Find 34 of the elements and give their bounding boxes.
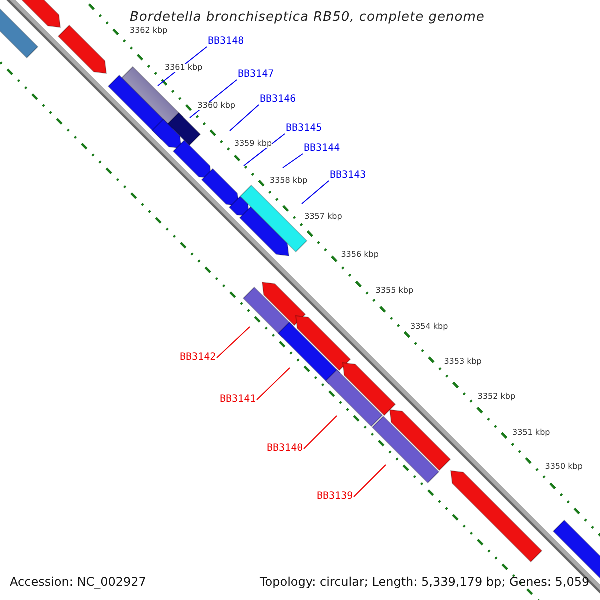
leader-line [282, 154, 304, 168]
scale-label: 3357 kbp [304, 213, 342, 221]
scale-label: 3350 kbp [545, 463, 583, 471]
diagram-title: Bordetella bronchiseptica RB50, complete genome [130, 11, 485, 24]
leader-line [304, 416, 338, 450]
gene-label: BB3144 [304, 144, 340, 154]
gene-label: BB3147 [238, 70, 274, 80]
leader-line [256, 368, 290, 400]
leader-line [354, 464, 386, 498]
scale-label: 3353 kbp [444, 358, 482, 366]
accession-text: Accession: NC_002927 [10, 576, 146, 588]
gene-label: BB3139 [317, 492, 354, 502]
scale-label: 3351 kbp [512, 429, 550, 437]
scale-label: 3359 kbp [234, 140, 272, 148]
scale-label: 3354 kbp [410, 323, 448, 331]
leader-line [302, 180, 330, 204]
leader-line [230, 104, 260, 132]
scale-label: 3358 kbp [270, 177, 308, 185]
gene-label: BB3145 [286, 124, 322, 134]
scale-label: 3360 kbp [198, 102, 236, 110]
gene-label: BB3143 [330, 171, 366, 181]
scale-label: 3362 kbp [130, 27, 168, 35]
gene-label: BB3148 [208, 37, 244, 47]
scale-label: 3355 kbp [376, 287, 414, 295]
gene-label: BB3141 [220, 395, 256, 405]
scale-label: 3356 kbp [341, 251, 379, 259]
gene-label: BB3146 [260, 95, 296, 105]
leader-line [244, 134, 286, 166]
scale-label: 3352 kbp [478, 393, 516, 401]
leader-line [216, 326, 250, 358]
gene-label: BB3142 [180, 353, 216, 363]
genome-summary-text: Topology: circular; Length: 5,339,179 bp; Genes: 5,059 [260, 576, 590, 588]
scale-label: 3361 kbp [165, 64, 203, 72]
gene-label: BB3140 [267, 444, 304, 454]
